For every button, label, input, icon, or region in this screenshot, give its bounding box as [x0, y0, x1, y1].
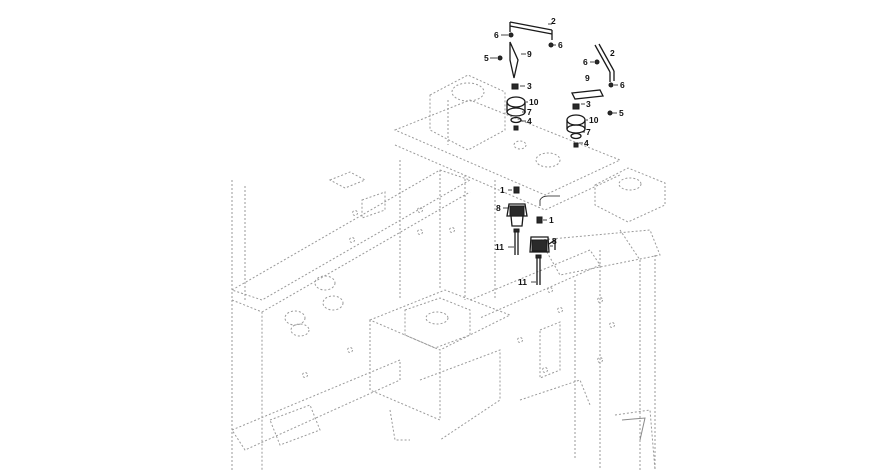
callout-1-left: 1	[500, 185, 505, 195]
callout-8-left: 8	[496, 203, 501, 213]
callout-labels: 2 6 6 5 9 3 10 7 4 2 6 6 9 3 5 10 7 4 1 …	[484, 16, 625, 287]
nut-6b-right	[608, 82, 614, 88]
lower-left-sensor-assembly	[503, 186, 528, 255]
callout-7-right: 7	[586, 127, 591, 137]
machine-frame	[230, 74, 666, 471]
callout-7-left: 7	[527, 107, 532, 117]
nut-5-left	[497, 55, 503, 61]
washer-7-right	[570, 132, 582, 140]
sensor-8-right	[529, 236, 550, 253]
bolt-4-left	[513, 125, 519, 131]
nut-6b-left	[548, 42, 554, 48]
callout-4-left: 4	[527, 116, 532, 126]
isolator-10-left	[506, 96, 526, 108]
callout-10-left: 10	[529, 97, 539, 107]
callout-5-left: 5	[484, 53, 489, 63]
sensor-8-left	[506, 203, 528, 217]
stud-9-right	[570, 89, 605, 100]
bracket-2-left	[509, 21, 553, 31]
callout-11-left: 11	[495, 242, 504, 252]
isolator-10-right	[566, 114, 586, 126]
upper-left-mount-assembly	[490, 21, 556, 131]
callout-6b-right: 6	[620, 80, 625, 90]
lower-right-sensor-assembly	[529, 195, 560, 285]
nut-3-left	[511, 83, 519, 90]
callout-10-right: 10	[589, 115, 599, 125]
callout-11-right: 11	[518, 277, 527, 287]
callout-3-right: 3	[586, 99, 591, 109]
callout-5-right: 5	[619, 108, 624, 118]
callout-8-right: 8	[552, 236, 557, 246]
nut-6a-right	[594, 59, 600, 65]
callout-6a-right: 6	[583, 57, 588, 67]
clip-1-right	[536, 216, 543, 224]
callout-2-left: 2	[551, 16, 556, 26]
upper-right-mount-assembly	[566, 43, 618, 148]
callout-4-right: 4	[584, 138, 589, 148]
bolt-4-right	[573, 142, 579, 148]
nut-6a-left	[508, 32, 514, 38]
nut-5-right	[607, 110, 613, 116]
nut-3-right	[572, 103, 580, 110]
clip-1-left	[513, 186, 520, 194]
callout-2-right: 2	[610, 48, 615, 58]
callout-1-right: 1	[549, 215, 554, 225]
callout-9-left: 9	[527, 49, 532, 59]
callout-6b-left: 6	[558, 40, 563, 50]
callout-6a-left: 6	[494, 30, 499, 40]
callout-9-right: 9	[585, 73, 590, 83]
washer-7-left	[510, 116, 522, 124]
bracket-2-right	[594, 44, 611, 73]
callout-3-left: 3	[527, 81, 532, 91]
stud-9-left	[509, 41, 519, 79]
